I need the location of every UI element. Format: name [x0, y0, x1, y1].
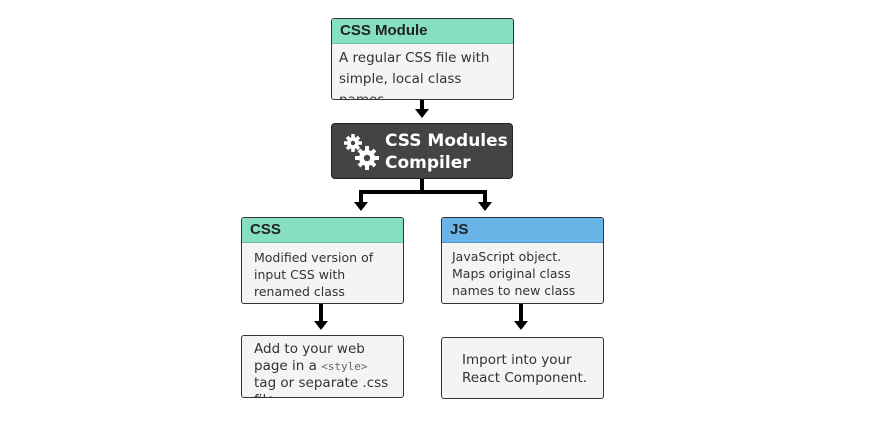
- css-module-node: CSS Module A regular CSS file with simpl…: [331, 18, 514, 100]
- arrow-head: [514, 321, 528, 330]
- css-usage-node: Add to your web page in a <style> tag or…: [241, 335, 404, 398]
- css-module-title: CSS Module: [332, 19, 513, 44]
- compiler-node: CSS Modules Compiler: [331, 123, 513, 179]
- css-usage-description: Add to your web page in a <style> tag or…: [242, 336, 403, 397]
- css-usage-text-before: Add to your web page in a: [254, 341, 365, 374]
- js-usage-description: Import into your React Component.: [462, 352, 588, 386]
- css-module-description: A regular CSS file with simple, local cl…: [339, 50, 490, 100]
- arrow-head: [478, 202, 492, 211]
- arrow-head: [354, 202, 368, 211]
- css-output-title: CSS: [242, 218, 403, 243]
- js-usage-node: Import into your React Component.: [441, 337, 604, 399]
- compiler-title-line1: CSS Modules: [385, 131, 508, 151]
- css-output-node: CSS Modified version of input CSS with r…: [241, 217, 404, 304]
- arrow-head: [314, 321, 328, 330]
- gears-icon: [344, 134, 379, 170]
- js-output-description: JavaScript object. Maps original class n…: [452, 249, 576, 303]
- js-output-node: JS JavaScript object. Maps original clas…: [441, 217, 604, 304]
- js-output-title: JS: [442, 218, 603, 243]
- compiler-title-line2: Compiler: [385, 153, 471, 173]
- css-output-description: Modified version of input CSS with renam…: [254, 250, 374, 303]
- style-tag-code: <style>: [321, 360, 368, 373]
- css-usage-text-after: tag or separate .css file.: [254, 375, 389, 397]
- arrow-head: [415, 109, 429, 118]
